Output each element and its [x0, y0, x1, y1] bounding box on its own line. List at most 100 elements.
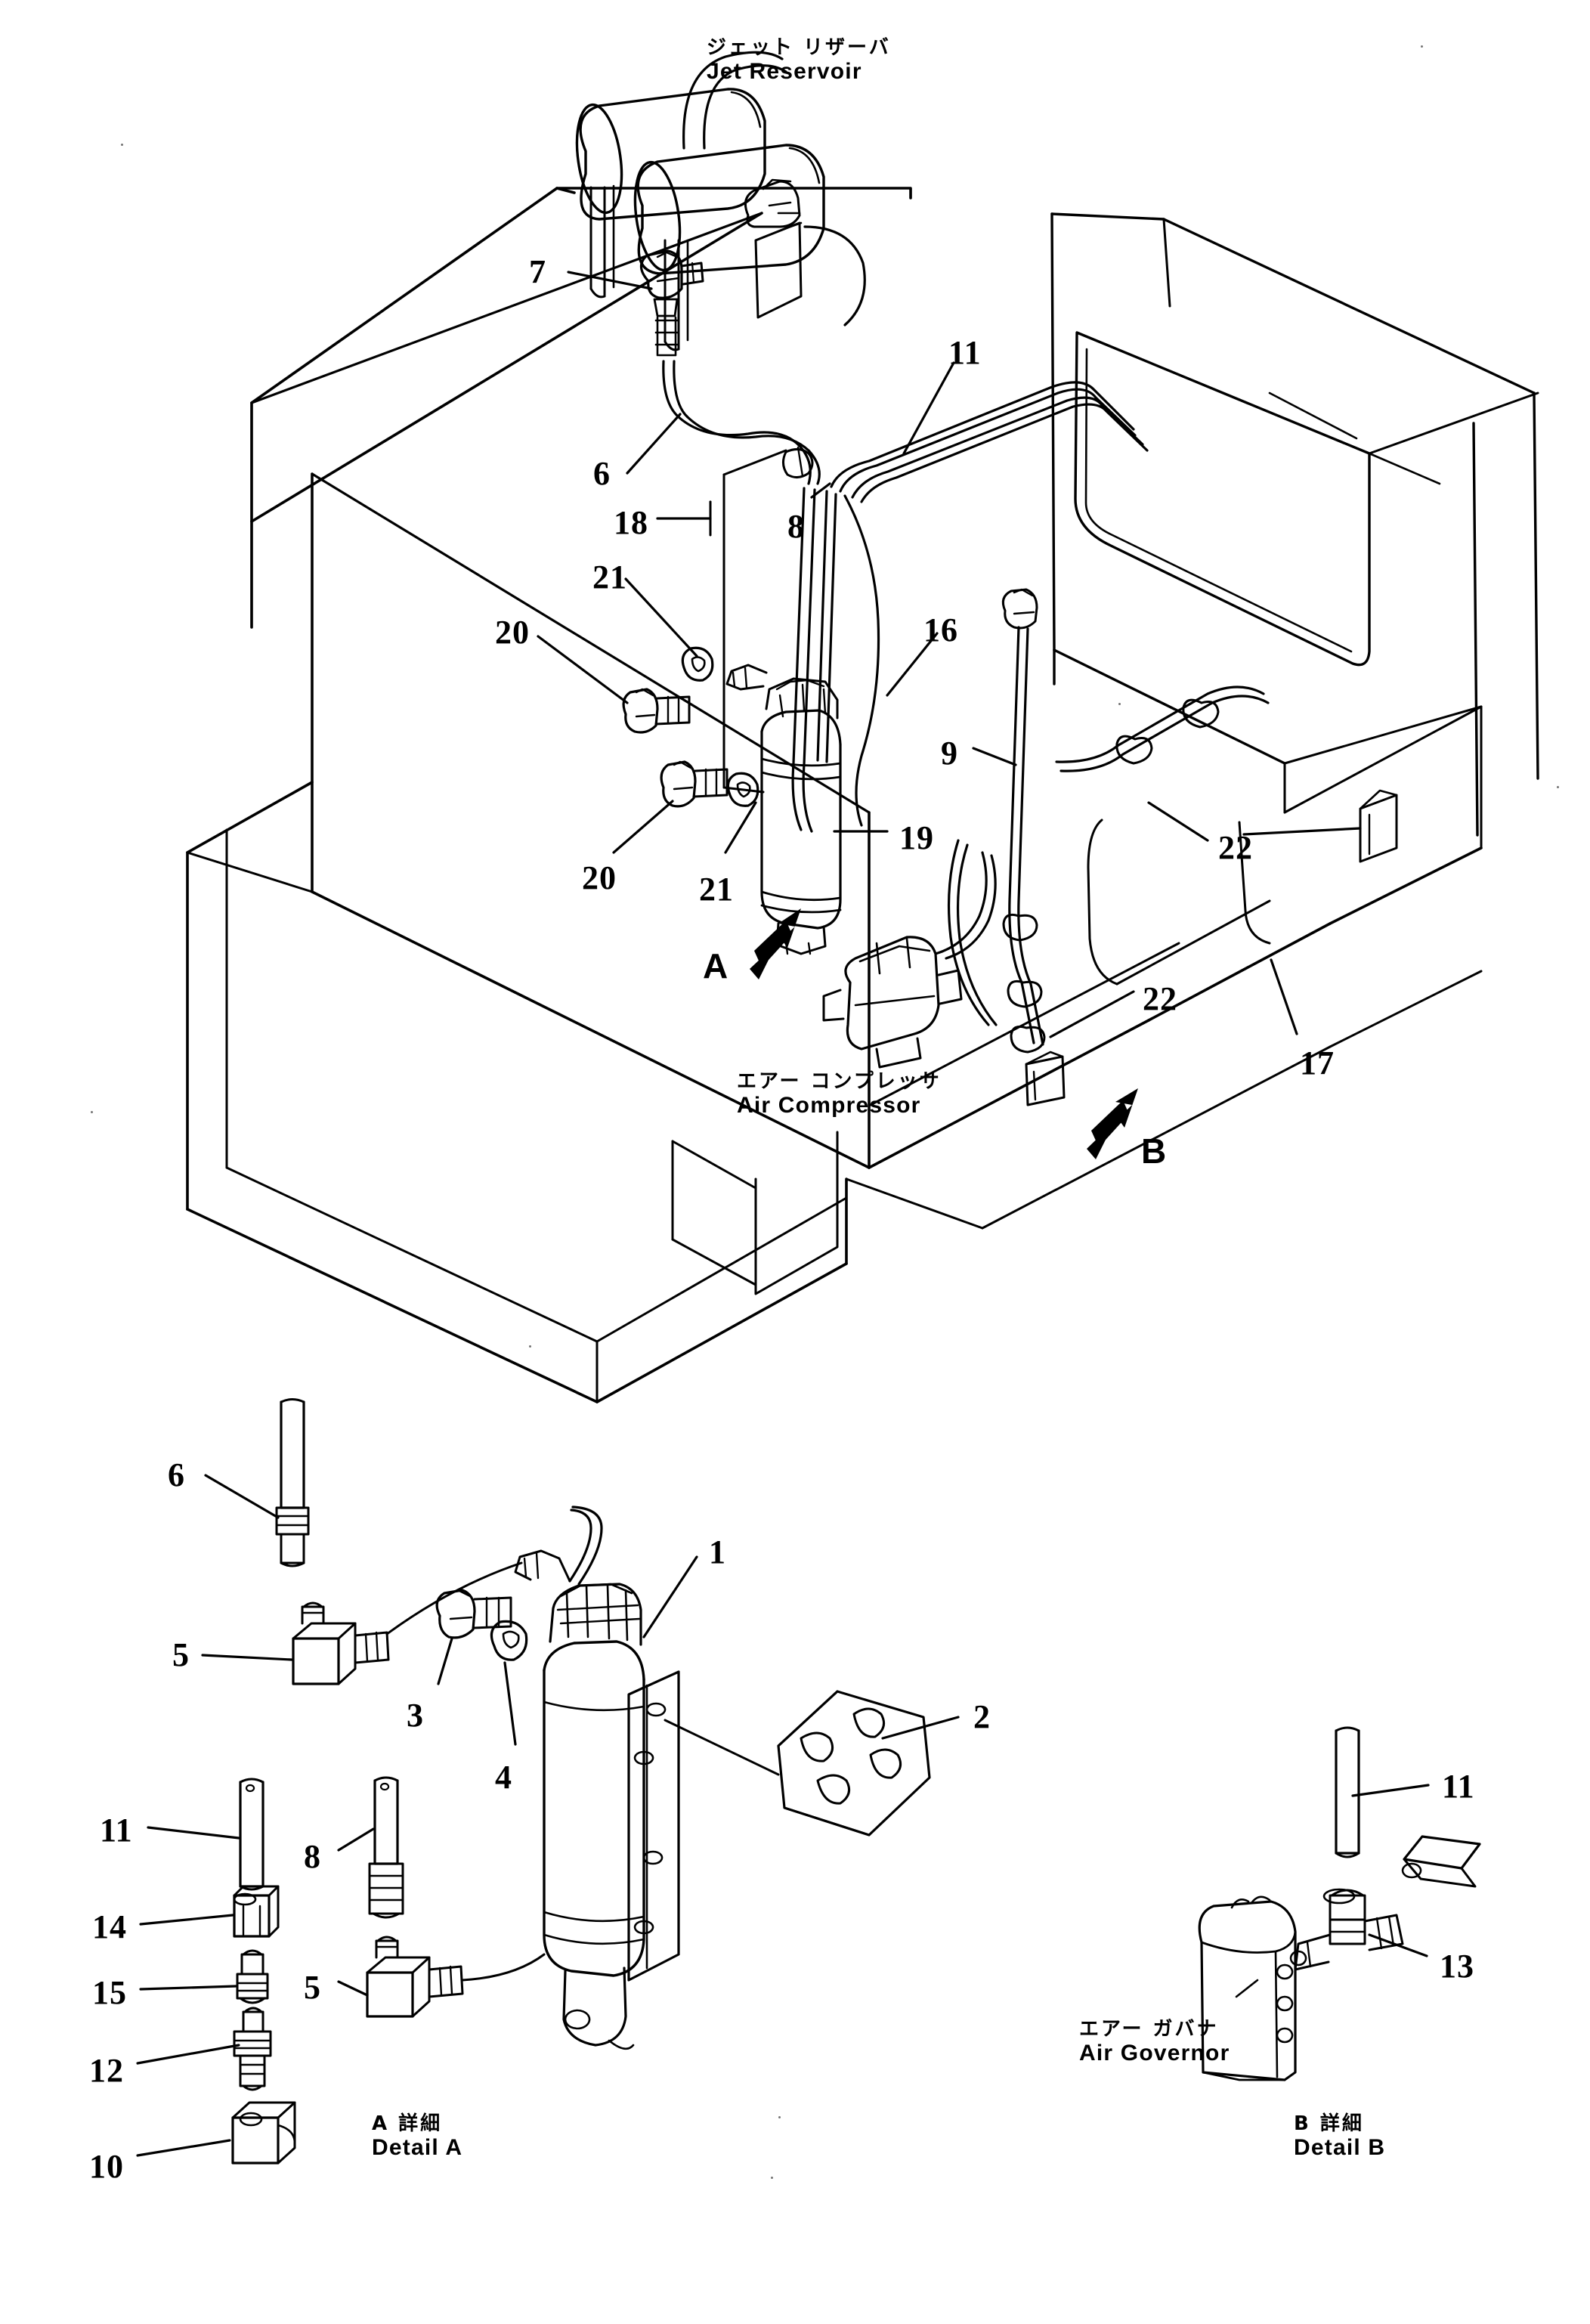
caption-jet-reservoir: ジェット リザーバ Jet Reservoir — [707, 38, 891, 83]
detail-a-tube-11 — [239, 1778, 264, 1891]
section-marker-b: B — [1141, 1131, 1167, 1171]
callout-number: 1 — [709, 1533, 726, 1570]
callout-number: 11 — [100, 1812, 133, 1849]
callout-number: 6 — [593, 455, 611, 492]
callout-number: 15 — [92, 1974, 127, 2011]
snap-ring-21-lower — [726, 772, 759, 807]
connector-block-b — [1025, 1051, 1066, 1106]
detail-a-block-10 — [231, 2101, 296, 2165]
detail-a-clamp-2 — [777, 1690, 931, 1837]
body-openings — [754, 819, 1271, 1295]
detail-b-tube-11 — [1335, 1726, 1360, 1858]
callout-number: 22 — [1218, 829, 1253, 866]
detail-a-bolt-3 — [435, 1589, 512, 1639]
detail-a-fitting-15 — [236, 1949, 269, 2004]
caption-detail-b: B 詳細 Detail B — [1294, 2114, 1385, 2159]
detail-a-nut-14 — [233, 1885, 280, 1938]
caption-en-text: Air Governor — [1079, 2041, 1230, 2066]
caption-en-text: Detail A — [372, 2135, 463, 2160]
caption-jp-text: ジェット リザーバ — [707, 36, 891, 59]
operator-cab — [1050, 212, 1539, 849]
tube-upper-right — [1055, 685, 1270, 772]
bracket-18 — [656, 449, 787, 794]
scan-speckle — [1421, 45, 1423, 48]
callout-leaders — [136, 271, 1430, 2157]
scan-speckle — [91, 1111, 93, 1113]
callout-number: 16 — [923, 611, 958, 648]
detail-a-elbow-5 — [292, 1601, 390, 1685]
callout-number: 5 — [304, 1969, 321, 2006]
bolt-20-lower — [660, 760, 728, 808]
clamps-22-lower — [1002, 913, 1046, 1054]
scan-speckle — [771, 2177, 773, 2179]
detail-a-filter-1 — [514, 1505, 680, 2050]
detail-a-hose-5b — [461, 1953, 546, 1982]
callout-number: 21 — [592, 559, 627, 596]
scan-speckle — [1557, 786, 1559, 788]
callout-number: 6 — [168, 1456, 185, 1493]
callout-number: 2 — [973, 1698, 991, 1735]
jet-reservoir-tanks — [575, 51, 866, 351]
callout-number: 8 — [787, 508, 805, 545]
callout-number: 20 — [582, 859, 617, 896]
scan-speckle — [529, 1345, 531, 1348]
detail-a-fitting-12 — [233, 2007, 272, 2091]
section-arrow-a — [750, 908, 801, 979]
caption-jp-text: A 詳細 — [372, 2112, 443, 2135]
caption-air-compressor: エアー コンプレッサ Air Compressor — [737, 1072, 942, 1117]
scan-speckle — [778, 2116, 781, 2118]
detail-a-elbow-5b — [366, 1936, 464, 2018]
caption-jp-text: B 詳細 — [1294, 2112, 1364, 2135]
callout-number: 4 — [495, 1759, 512, 1796]
elbow-fitting-7 — [639, 249, 704, 357]
detail-b-governor-body — [1198, 1895, 1297, 2081]
callout-number: 5 — [172, 1636, 190, 1673]
callout-number: 7 — [529, 253, 546, 290]
callout-number: 18 — [614, 504, 648, 541]
detail-b-tee-13 — [1289, 1888, 1404, 1971]
callout-number: 11 — [1442, 1768, 1475, 1805]
tube-9-run — [1001, 588, 1044, 1046]
scan-speckle — [1118, 703, 1121, 705]
air-dryer-main-view — [725, 664, 842, 955]
grommet-17 — [1359, 789, 1398, 863]
clamp-upper — [782, 446, 814, 478]
detail-b-nipple — [1401, 1835, 1481, 1888]
callout-number: 21 — [699, 871, 734, 908]
callout-number: 10 — [89, 2148, 124, 2185]
snap-ring-21-upper — [681, 646, 714, 682]
callout-number: 22 — [1143, 980, 1177, 1017]
caption-jp-text: エアー コンプレッサ — [737, 1070, 942, 1093]
detail-a-tube-8 — [368, 1776, 404, 1919]
tubes-8-11 — [830, 381, 1149, 503]
callout-number: 3 — [407, 1697, 424, 1734]
section-marker-a: A — [703, 946, 728, 986]
callout-number: 11 — [948, 334, 982, 371]
bolt-20-upper — [622, 688, 691, 734]
caption-en-text: Air Compressor — [737, 1093, 921, 1118]
clamps-22-upper — [1115, 698, 1220, 765]
curvy-hose-left-9 — [947, 839, 998, 1026]
scan-speckle — [121, 144, 123, 146]
machine-body — [186, 187, 1483, 1403]
caption-air-governor: エアー ガバナ Air Governor — [1079, 2019, 1230, 2065]
callout-number: 20 — [495, 614, 530, 651]
callout-number: 12 — [89, 2052, 124, 2089]
callout-number: 9 — [941, 735, 958, 772]
air-compressor — [822, 851, 997, 1069]
caption-detail-a: A 詳細 Detail A — [372, 2114, 462, 2159]
callout-number: 14 — [92, 1908, 127, 1945]
caption-en-text: Detail B — [1294, 2135, 1386, 2160]
caption-jp-text: エアー ガバナ — [1079, 2018, 1219, 2041]
tube-6-main — [662, 360, 821, 485]
detail-a-leader-internal — [664, 1719, 780, 1776]
callout-number: 13 — [1440, 1948, 1474, 1985]
detail-a-tube-6 — [275, 1398, 310, 1567]
callout-number: 8 — [304, 1838, 321, 1875]
caption-en-text: Jet Reservoir — [707, 59, 862, 84]
callout-number: 19 — [899, 819, 934, 856]
callout-number: 17 — [1300, 1044, 1335, 1082]
detail-a-snapring-4 — [490, 1620, 528, 1661]
